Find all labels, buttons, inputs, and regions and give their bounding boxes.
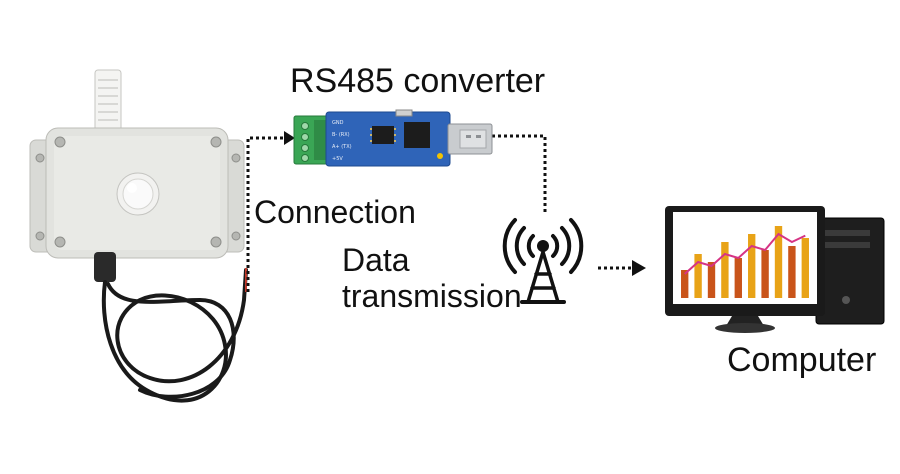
antenna-tower-icon: [502, 218, 584, 304]
sensor-device: [29, 69, 248, 403]
data-transmission-label-line2: transmission: [342, 278, 522, 314]
enclosure-screws: [35, 136, 241, 248]
computer-label: Computer: [727, 341, 877, 379]
screen-line: [684, 232, 806, 275]
screen-bar: [707, 262, 716, 298]
converter-chip-2: [404, 122, 430, 148]
screen-bar: [694, 254, 702, 298]
connection-label: Connection: [254, 194, 416, 230]
pin-labels: GND B- (RX) A+ (TX) +5V: [332, 120, 352, 162]
pir-lens: [116, 172, 160, 216]
rs485-converter-module: GND B- (RX) A+ (TX) +5V: [293, 109, 493, 167]
converter-chip: [372, 126, 394, 144]
connection-lines: [246, 134, 632, 292]
data-transmission-label-line1: Data: [342, 242, 410, 278]
screen-bar: [748, 234, 756, 298]
screen-bar: [774, 226, 783, 298]
arrowheads: [284, 131, 646, 276]
cable-gland: [94, 252, 116, 282]
svg-text:B- (RX): B- (RX): [332, 132, 350, 138]
converter-to-antenna-line: [492, 134, 547, 214]
computer-illustration: [665, 206, 885, 333]
screen-bar: [788, 246, 796, 298]
screen-chart: [681, 226, 809, 298]
screen-bar: [761, 250, 769, 298]
screen-bar: [721, 242, 729, 298]
arrow-to-converter: [284, 131, 295, 145]
screen-bar: [801, 238, 809, 298]
svg-text:+5V: +5V: [332, 156, 343, 162]
screen-bar: [734, 258, 742, 298]
sensor-cable: [101, 268, 248, 403]
arrow-to-computer: [632, 260, 646, 276]
rs485-converter-label: RS485 converter: [290, 62, 546, 100]
svg-text:A+ (TX): A+ (TX): [332, 144, 352, 150]
screen-bar: [681, 270, 689, 298]
svg-text:GND: GND: [332, 120, 344, 126]
